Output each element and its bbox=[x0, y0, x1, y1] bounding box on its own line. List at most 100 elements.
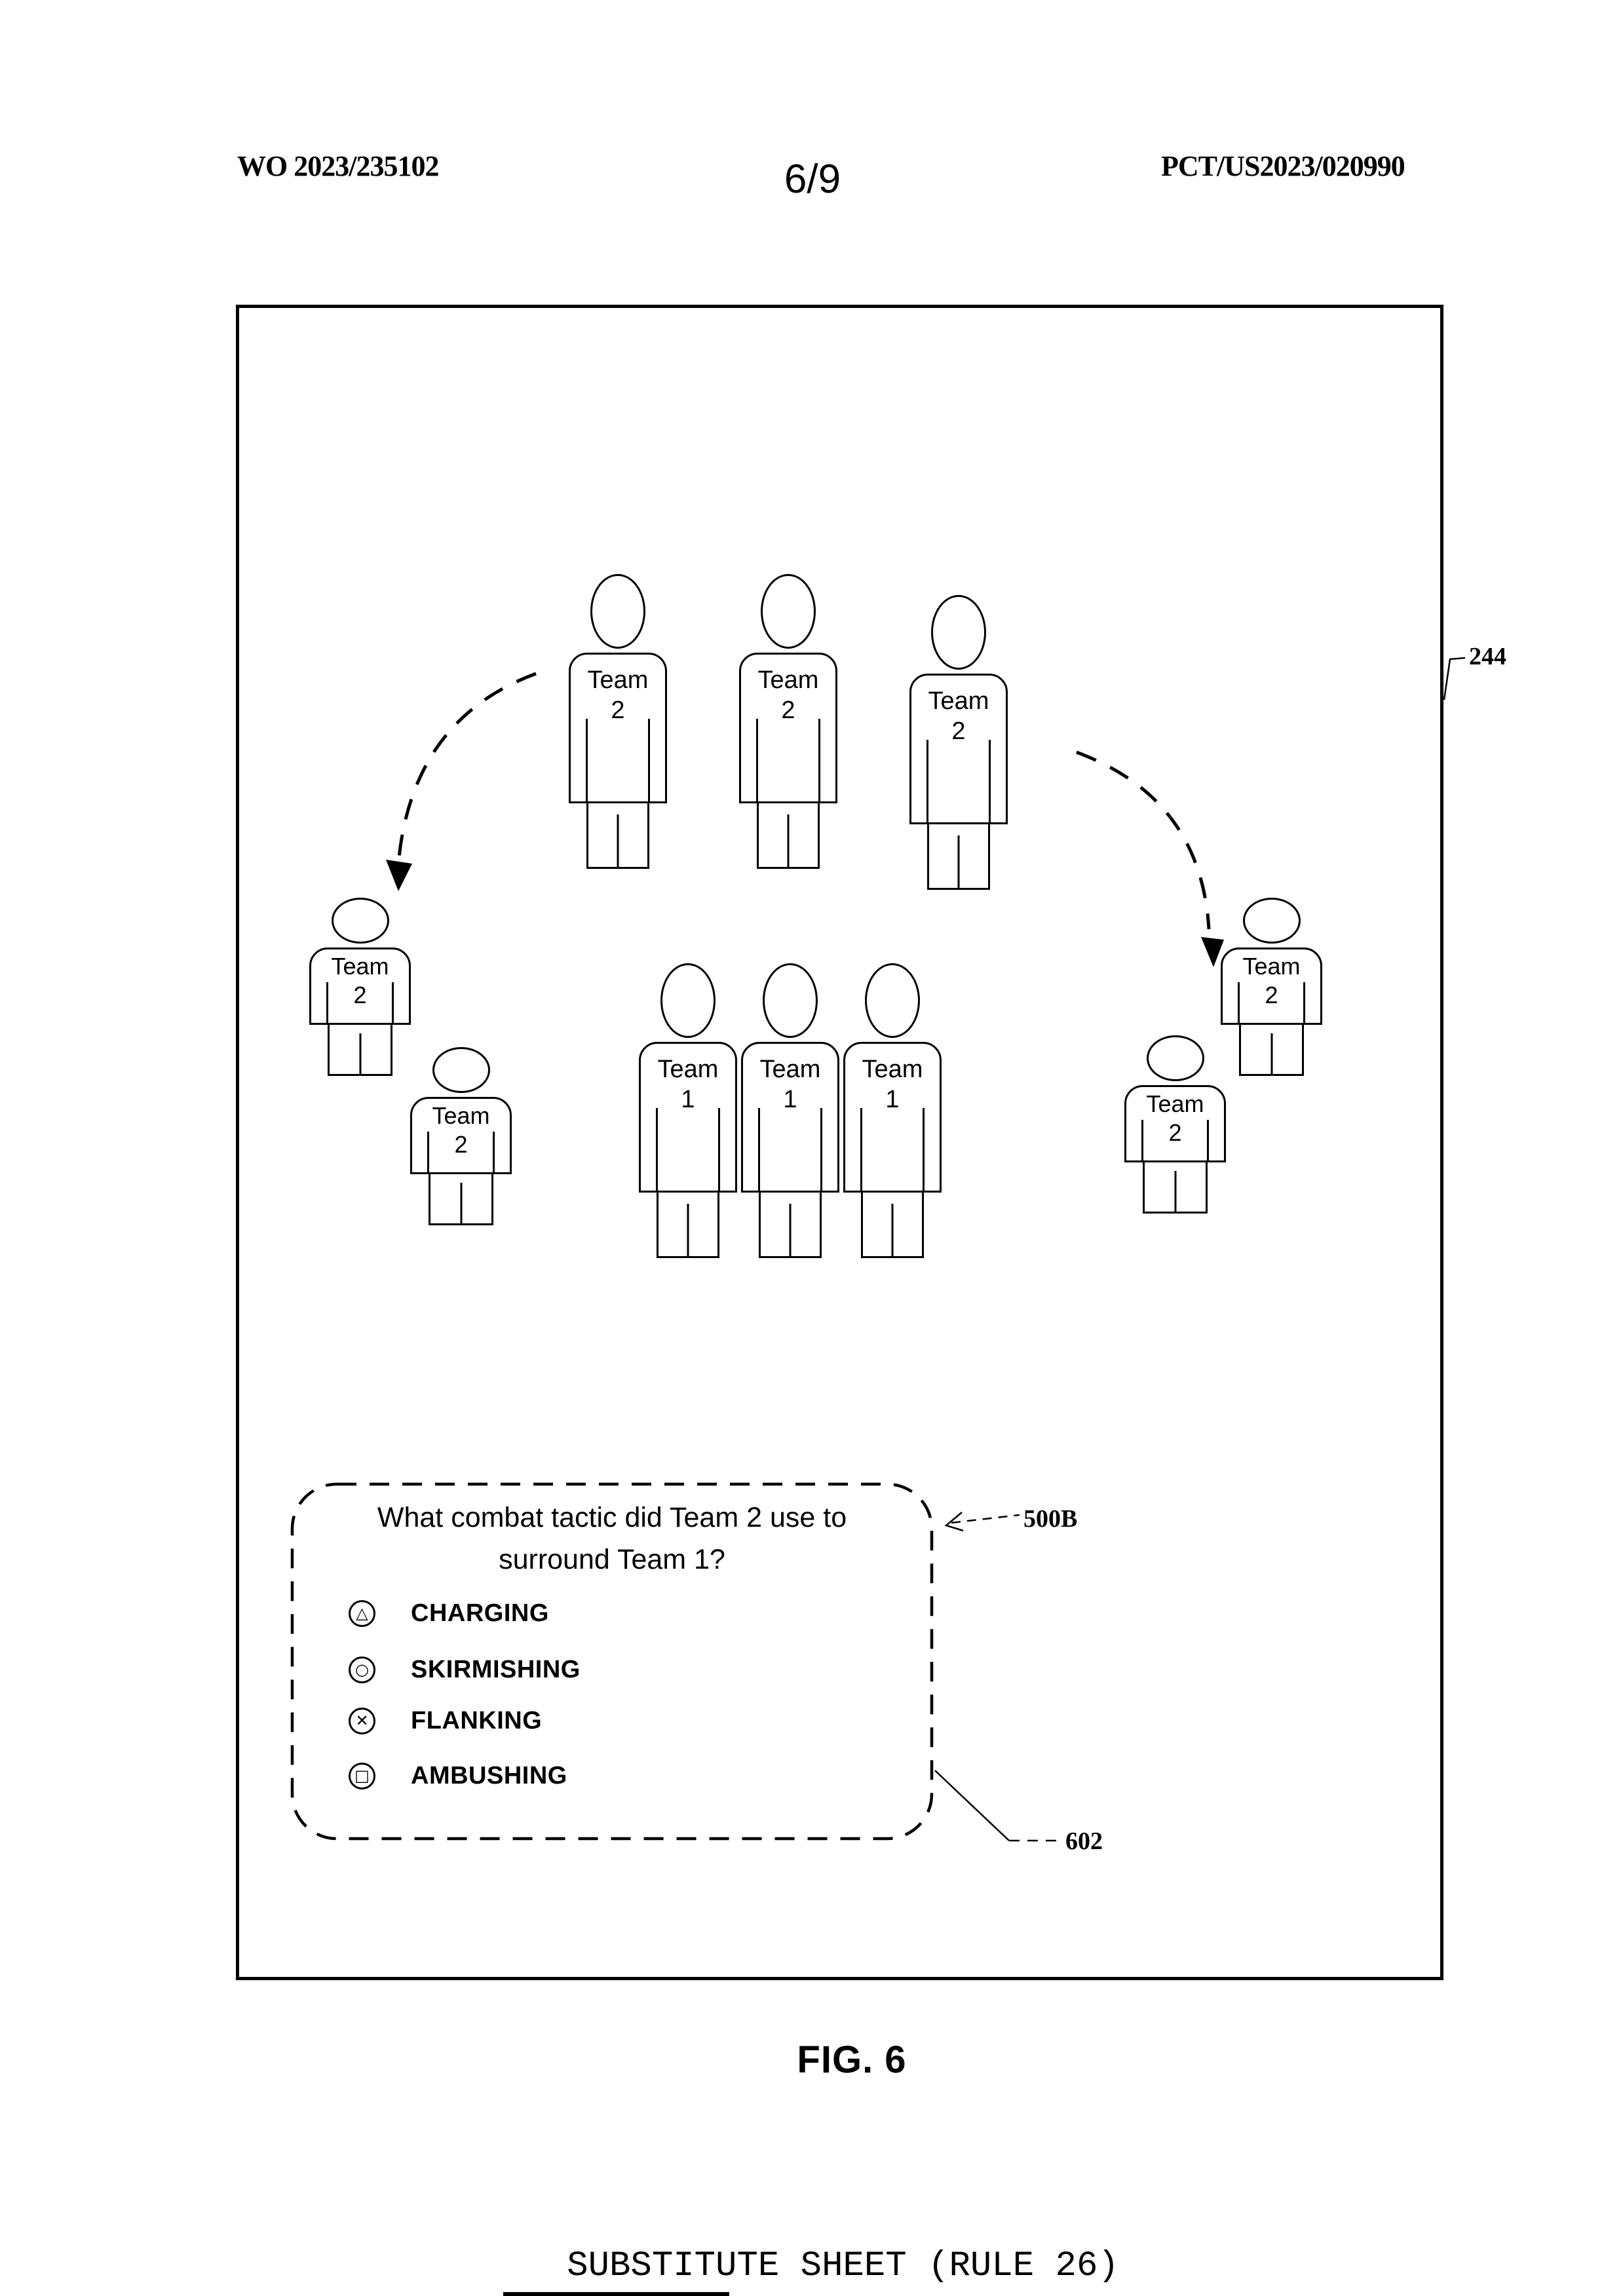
person-arm-line bbox=[718, 1108, 720, 1191]
question-text-line1: What combat tactic did Team 2 use to bbox=[377, 1502, 847, 1533]
person-head bbox=[1242, 898, 1301, 944]
person-legs bbox=[861, 1193, 924, 1258]
person-arm-line bbox=[758, 1108, 760, 1191]
person-head bbox=[1146, 1035, 1204, 1081]
person-head bbox=[331, 898, 389, 944]
person-arm-line bbox=[989, 740, 991, 822]
person-team-number: 2 bbox=[454, 1131, 468, 1158]
person-head bbox=[865, 963, 920, 1038]
person-team-number: 1 bbox=[681, 1086, 695, 1113]
person-arm-line bbox=[820, 1108, 822, 1191]
person-legs bbox=[657, 1193, 719, 1258]
person-team-number: 2 bbox=[1265, 982, 1278, 1008]
substitute-sheet-note: SUBSTITUTE SHEET (RULE 26) bbox=[567, 2246, 1119, 2286]
person-team-word: Team bbox=[928, 687, 989, 715]
person-legs bbox=[759, 1193, 822, 1258]
answer-option-label: CHARGING bbox=[411, 1599, 549, 1627]
person-torso: Team 2 bbox=[909, 674, 1008, 824]
ref-numeral-500b: 500B bbox=[1023, 1505, 1078, 1533]
person-legs bbox=[927, 824, 990, 890]
person-arm-line bbox=[586, 719, 588, 801]
person-arm-line bbox=[818, 719, 820, 801]
person-arm-line bbox=[648, 719, 650, 801]
person-leg-split-line bbox=[957, 835, 960, 888]
person-arm-line bbox=[926, 740, 928, 822]
person-torso: Team 1 bbox=[843, 1042, 942, 1193]
person-team-word: Team bbox=[1146, 1090, 1204, 1117]
answer-option-skirmishing: ○SKIRMISHING bbox=[349, 1655, 581, 1684]
person-head bbox=[590, 574, 645, 649]
sheet-indicator: 6/9 bbox=[784, 157, 841, 202]
scan-artifact-line bbox=[503, 2292, 729, 2296]
person-team-word: Team bbox=[432, 1102, 490, 1129]
answer-option-ambushing: □AMBUSHING bbox=[349, 1761, 567, 1790]
person-arm-line bbox=[326, 982, 328, 1023]
person-team-1: Team 1 bbox=[843, 963, 942, 1258]
person-head bbox=[761, 574, 816, 649]
answer-option-label: AMBUSHING bbox=[411, 1761, 567, 1789]
person-team-word: Team bbox=[757, 666, 819, 694]
person-team-1: Team 1 bbox=[639, 963, 737, 1258]
person-arm-line bbox=[756, 719, 758, 801]
person-leg-split-line bbox=[1270, 1033, 1272, 1074]
person-arm-line bbox=[1207, 1120, 1209, 1160]
ref-numeral-244: 244 bbox=[1469, 643, 1506, 670]
person-legs bbox=[328, 1025, 392, 1076]
person-leg-split-line bbox=[787, 814, 790, 867]
person-arm-line bbox=[392, 982, 394, 1023]
person-leg-split-line bbox=[789, 1204, 792, 1256]
circle-button-icon: ○ bbox=[349, 1656, 375, 1683]
person-torso: Team 1 bbox=[639, 1042, 737, 1193]
question-panel: What combat tactic did Team 2 use to sur… bbox=[290, 1482, 934, 1840]
cross-button-icon: ✕ bbox=[349, 1707, 375, 1734]
person-arm-line bbox=[656, 1108, 658, 1191]
question-text-line2: surround Team 1? bbox=[499, 1544, 725, 1575]
person-team-2: Team 2 bbox=[909, 595, 1008, 890]
answer-option-flanking: ✕ FLANKING bbox=[349, 1706, 542, 1735]
person-arm-line bbox=[860, 1108, 862, 1191]
person-team-word: Team bbox=[657, 1056, 719, 1083]
person-leg-split-line bbox=[617, 814, 619, 867]
person-leg-split-line bbox=[460, 1183, 462, 1223]
person-head bbox=[763, 963, 818, 1038]
person-leg-split-line bbox=[891, 1204, 894, 1256]
person-legs bbox=[757, 803, 820, 869]
person-team-word: Team bbox=[1242, 953, 1301, 980]
leader-244 bbox=[1443, 657, 1466, 700]
person-torso: Team 1 bbox=[741, 1042, 839, 1193]
person-arm-line bbox=[1141, 1120, 1143, 1160]
person-team-number: 1 bbox=[885, 1086, 900, 1113]
person-legs bbox=[1239, 1025, 1304, 1076]
person-arm-line bbox=[427, 1132, 429, 1172]
person-team-2: Team 2 bbox=[569, 574, 667, 869]
person-head bbox=[931, 595, 986, 670]
person-leg-split-line bbox=[359, 1033, 361, 1074]
triangle-button-icon: △ bbox=[349, 1599, 375, 1627]
answer-option-label: FLANKING bbox=[411, 1706, 543, 1734]
person-head bbox=[432, 1047, 490, 1093]
person-team-number: 2 bbox=[611, 697, 625, 724]
person-arm-line bbox=[923, 1108, 925, 1191]
person-team-word: Team bbox=[759, 1056, 821, 1083]
person-torso: Team 2 bbox=[569, 653, 667, 803]
person-legs bbox=[1143, 1162, 1208, 1214]
person-team-number: 2 bbox=[951, 718, 966, 745]
person-legs bbox=[429, 1174, 493, 1225]
person-head bbox=[660, 963, 716, 1038]
person-team-word: Team bbox=[587, 666, 649, 694]
publication-number: WO 2023/235102 bbox=[237, 150, 439, 182]
person-arm-line bbox=[1303, 982, 1305, 1023]
person-team-word: Team bbox=[862, 1056, 923, 1083]
person-team-number: 1 bbox=[783, 1086, 797, 1113]
answer-option-charging: △ CHARGING bbox=[349, 1599, 549, 1628]
person-team-number: 2 bbox=[1168, 1119, 1182, 1146]
